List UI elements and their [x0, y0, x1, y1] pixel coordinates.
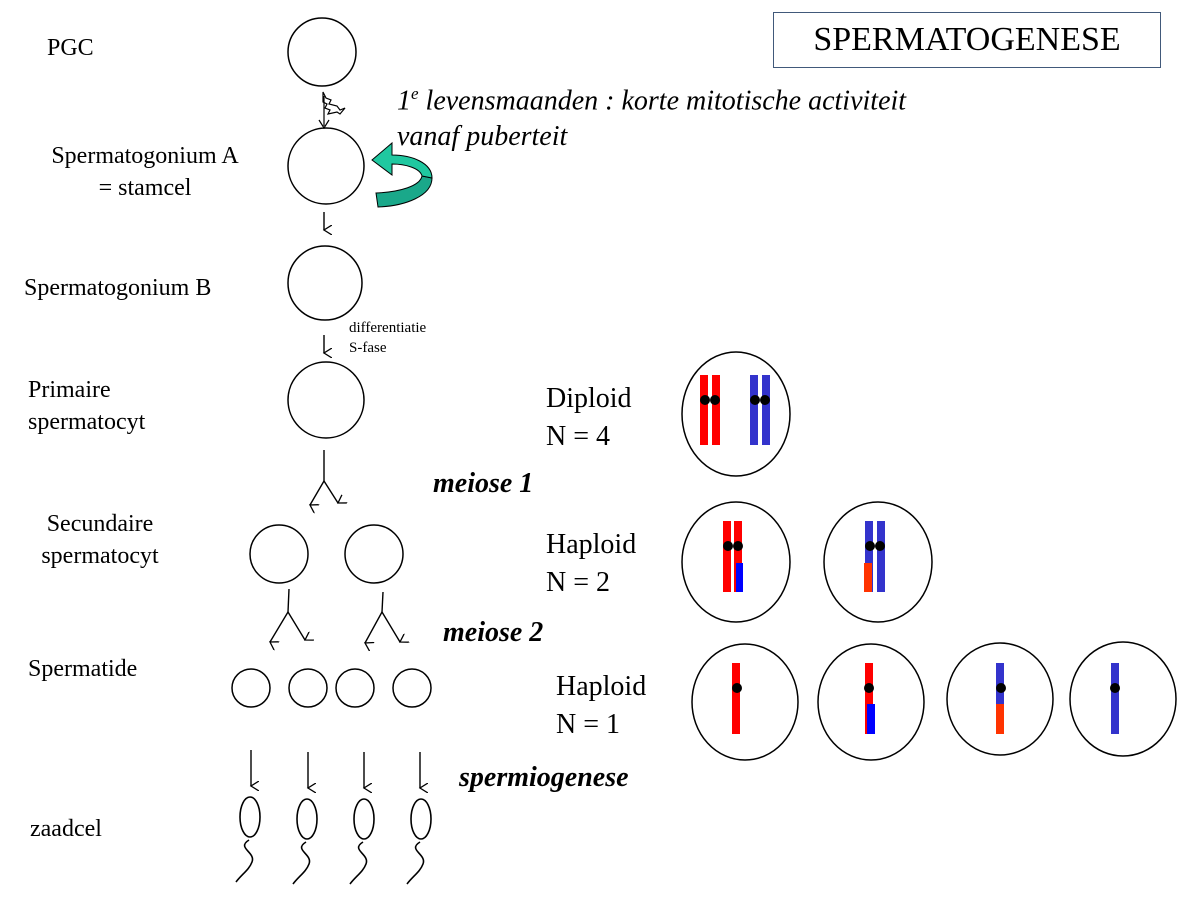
crossover-segment — [996, 704, 1004, 734]
ploidy-label: Diploid — [546, 383, 632, 414]
ploidy-n: N = 4 — [546, 421, 611, 452]
crossover-segment — [736, 563, 743, 592]
ploidy-haploid-n1: Haploid N = 1 — [556, 668, 646, 744]
stage-label-line1: Secundaire — [46, 511, 154, 537]
stage-label-line2: spermatocyt — [28, 409, 146, 435]
sperm-cell-icon — [235, 796, 261, 883]
centromere — [700, 395, 710, 405]
haploid-n2-cell-1 — [681, 501, 791, 623]
cell-spermatide — [288, 668, 328, 708]
cell-secundaire-spermatocyt — [249, 524, 309, 584]
phase-meiose1: meiose 1 — [433, 468, 534, 499]
centromere — [750, 395, 760, 405]
ploidy-n: N = 2 — [546, 567, 611, 598]
arrow-meiose1-left — [310, 480, 325, 505]
arrow-meiose2-r1 — [365, 611, 383, 643]
crossover-segment — [867, 704, 875, 734]
chromatid-blue — [762, 375, 770, 445]
haploid-n2-cell-2 — [823, 501, 933, 623]
title-box: SPERMATOGENESE — [773, 12, 1161, 68]
haploid-n1-cell-4 — [1069, 641, 1177, 757]
mitotic-activity-note: 1e levensmaanden : korte mitotische acti… — [397, 76, 906, 155]
ploidy-diploid: Diploid N = 4 — [546, 380, 632, 456]
centromere — [760, 395, 770, 405]
cell-spermatide — [392, 668, 432, 708]
cell-pgc — [287, 17, 357, 87]
arrow-meiose1-right — [323, 480, 338, 503]
arrow-meiose2-l2 — [287, 611, 305, 640]
chromatid-blue — [750, 375, 758, 445]
cell-spermatogonium-b — [287, 245, 363, 321]
haploid-n1-cell-2 — [817, 643, 925, 761]
haploid-n1-cell-3 — [946, 642, 1054, 756]
stage-label-line2: spermatocyt — [41, 543, 159, 569]
ploidy-n: N = 1 — [556, 709, 621, 740]
sperm-cell-icon — [406, 798, 432, 885]
stage-label-line1: Spermatogonium A — [51, 143, 239, 169]
stage-label-spermatogonium-b: Spermatogonium B — [24, 275, 212, 301]
cell-spermatide — [335, 668, 375, 708]
ploidy-label: Haploid — [546, 529, 637, 560]
cell-spermatide — [231, 668, 271, 708]
centromere — [710, 395, 720, 405]
stage-label-line2: = stamcel — [98, 175, 192, 201]
differentiation-line2: S-fase — [349, 340, 387, 356]
chromatid-red — [700, 375, 708, 445]
ploidy-haploid-n2: Haploid N = 2 — [546, 526, 636, 602]
arrow-meiose2-r2 — [381, 611, 400, 642]
stage-label-primaire-spermatocyt: Primaire spermatocyt — [28, 374, 145, 438]
note-line2: vanaf puberteit — [397, 121, 568, 153]
phase-spermiogenese: spermiogenese — [459, 762, 629, 793]
stage-label-line1: Primaire — [28, 377, 111, 403]
self-renewal-arrow-icon — [371, 141, 433, 208]
haploid-n1-cell-1 — [691, 643, 799, 761]
cell-secundaire-spermatocyt — [344, 524, 404, 584]
mitosis-arrow-icon — [318, 91, 346, 130]
sperm-cell-icon — [349, 798, 375, 885]
ploidy-label: Haploid — [556, 671, 647, 702]
diploid-cell — [681, 351, 791, 477]
cell-spermatogonium-a — [287, 127, 365, 205]
note-rest: levensmaanden : korte mitotische activit… — [418, 85, 907, 117]
sperm-cell-icon — [292, 798, 318, 885]
differentiation-note: differentiatie S-fase — [349, 318, 426, 358]
arrow-meiose2-l1 — [270, 611, 289, 642]
stage-label-pgc: PGC — [47, 35, 94, 61]
note-superscript: e — [411, 84, 419, 103]
phase-meiose2: meiose 2 — [443, 617, 544, 648]
crossover-segment — [864, 563, 872, 592]
stage-label-spermatogonium-a: Spermatogonium A = stamcel — [10, 140, 280, 204]
cell-primaire-spermatocyt — [287, 361, 365, 439]
note-prefix: 1 — [397, 85, 411, 117]
stage-label-secundaire-spermatocyt: Secundaire spermatocyt — [20, 508, 180, 572]
chromatid-red — [712, 375, 720, 445]
stage-label-zaadcel: zaadcel — [30, 816, 102, 842]
stage-label-spermatide: Spermatide — [28, 656, 138, 682]
differentiation-line1: differentiatie — [349, 320, 427, 336]
